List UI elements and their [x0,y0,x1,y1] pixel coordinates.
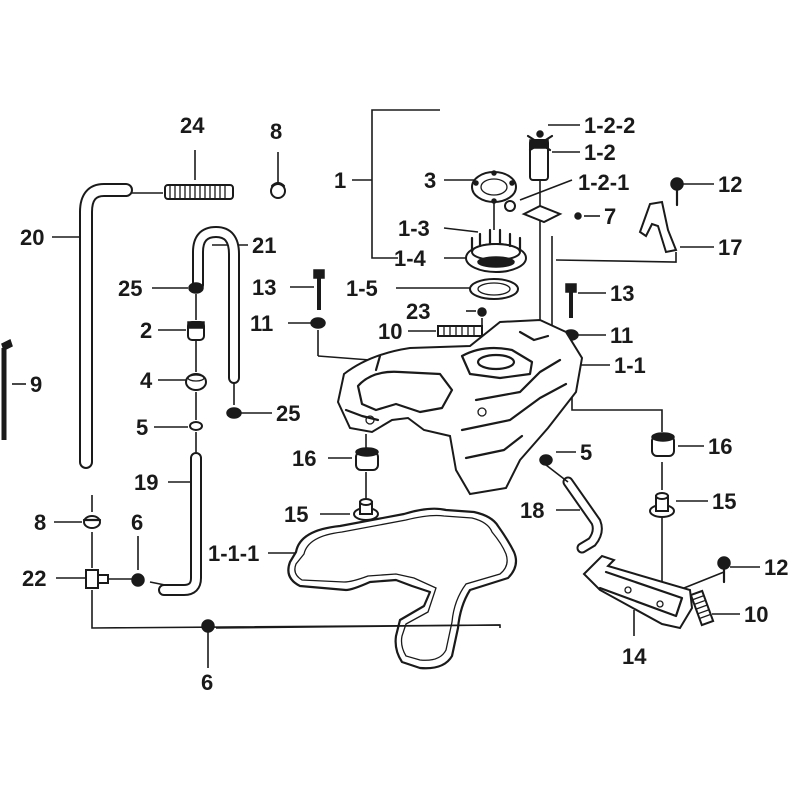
spring-part-10-upper [437,325,483,337]
label-11-right: 11 [610,323,633,348]
label-14: 14 [622,644,647,669]
label-5-right: 5 [580,440,592,465]
leader-1-2-1 [519,179,573,201]
spring-part-10-lower [689,589,715,627]
bracket-plate-part-14 [582,554,694,630]
label-13-left: 13 [252,275,276,300]
label-9: 9 [30,372,42,397]
lock-ring-part-3 [471,170,517,204]
clip-part-25-left [188,282,204,294]
filter-part-2 [187,321,205,341]
label-1-1-1: 1-1-1 [208,541,259,566]
label-11-left: 11 [250,311,273,336]
label-24: 24 [180,113,205,138]
leader-17-to-tank [555,252,677,263]
label-13-right: 13 [610,281,634,306]
label-18: 18 [520,498,544,523]
leader-1-3 [443,227,479,233]
bolt-part-12-top [670,177,684,207]
bolt-part-13-right [565,283,577,318]
parts [1,130,731,670]
nut-part-11-left [310,317,326,329]
label-1-1: 1-1 [614,353,646,378]
leader-22-bottom-run [91,590,501,629]
label-6-lower: 6 [201,670,213,695]
rubber-mount-part-16-right [651,432,675,457]
fuel-tank-part-1-1 [336,318,584,496]
label-23: 23 [406,299,430,324]
label-1-3: 1-3 [398,216,430,241]
leader-1-1-to-16 [571,395,663,432]
label-12-top: 12 [718,172,742,197]
collar-part-15-right [649,492,675,518]
label-1-2: 1-2 [584,140,616,165]
link-5-to-18 [545,464,569,483]
plate-part-1-2-1 [504,200,563,224]
label-6-upper: 6 [131,510,143,535]
label-1-4: 1-4 [394,246,427,271]
tank-seal-part-1-1-1 [287,507,518,670]
clip-part-6-upper [131,573,145,587]
hose-part-19 [158,452,202,596]
label-22: 22 [22,566,46,591]
label-4: 4 [140,368,153,393]
label-1-2-2: 1-2-2 [584,113,635,138]
label-16-left: 16 [292,446,316,471]
hose-part-20 [79,183,163,469]
part-labels: 24 8 20 21 25 2 4 5 25 9 19 8 6 22 6 1 3… [20,113,788,695]
label-25-right: 25 [276,401,300,426]
label-8-bottom: 8 [34,510,46,535]
label-19: 19 [134,470,158,495]
clip-part-5-left [189,421,203,431]
cap-part-4 [185,373,207,391]
clamp-part-8-bottom [82,515,102,529]
label-5-left: 5 [136,415,148,440]
clip-part-6-lower [201,619,215,633]
bracket-1 [371,109,440,259]
clip-part-25-right [226,407,242,419]
clamp-part-8-top [270,181,286,199]
screw-part-23 [477,307,487,317]
screw-part-7 [574,212,582,220]
label-3: 3 [424,168,436,193]
pump-flange-part-1-4 [465,228,527,273]
leader-lines [12,109,760,668]
rubber-mount-part-16-left [355,447,379,471]
label-7: 7 [604,204,616,229]
label-1-2-1: 1-2-1 [578,170,629,195]
hose-part-18 [562,476,603,554]
label-10-upper: 10 [378,319,402,344]
leader-11-left-to-tank [317,355,371,361]
clip-part-5-right [539,454,553,466]
hose-spring-part-24 [164,184,234,200]
gasket-part-1-5 [469,278,519,300]
label-15-left: 15 [284,502,308,527]
label-1-5: 1-5 [346,276,378,301]
label-12-bottom: 12 [764,555,788,580]
leader-12-bottom-to-bracket [683,571,725,589]
bolt-part-12-bottom [717,556,731,584]
label-16-right: 16 [708,434,732,459]
bolt-part-13-left [313,269,325,310]
label-21: 21 [252,233,276,258]
leader-bottom-to-tank [215,624,501,629]
label-8-top: 8 [270,119,282,144]
tee-fitting-part-22 [85,569,109,589]
label-20: 20 [20,225,44,250]
label-17: 17 [718,235,742,260]
fuel-sender-part-1-2 [526,130,554,181]
label-10-lower: 10 [744,602,768,627]
hose-part-21 [192,225,240,405]
bracket-part-17 [638,200,678,254]
collar-part-15-left [353,498,379,521]
label-1: 1 [334,168,346,193]
rod-part-9 [1,338,13,440]
label-25-left: 25 [118,276,142,301]
label-15-right: 15 [712,489,736,514]
label-2: 2 [140,318,152,343]
